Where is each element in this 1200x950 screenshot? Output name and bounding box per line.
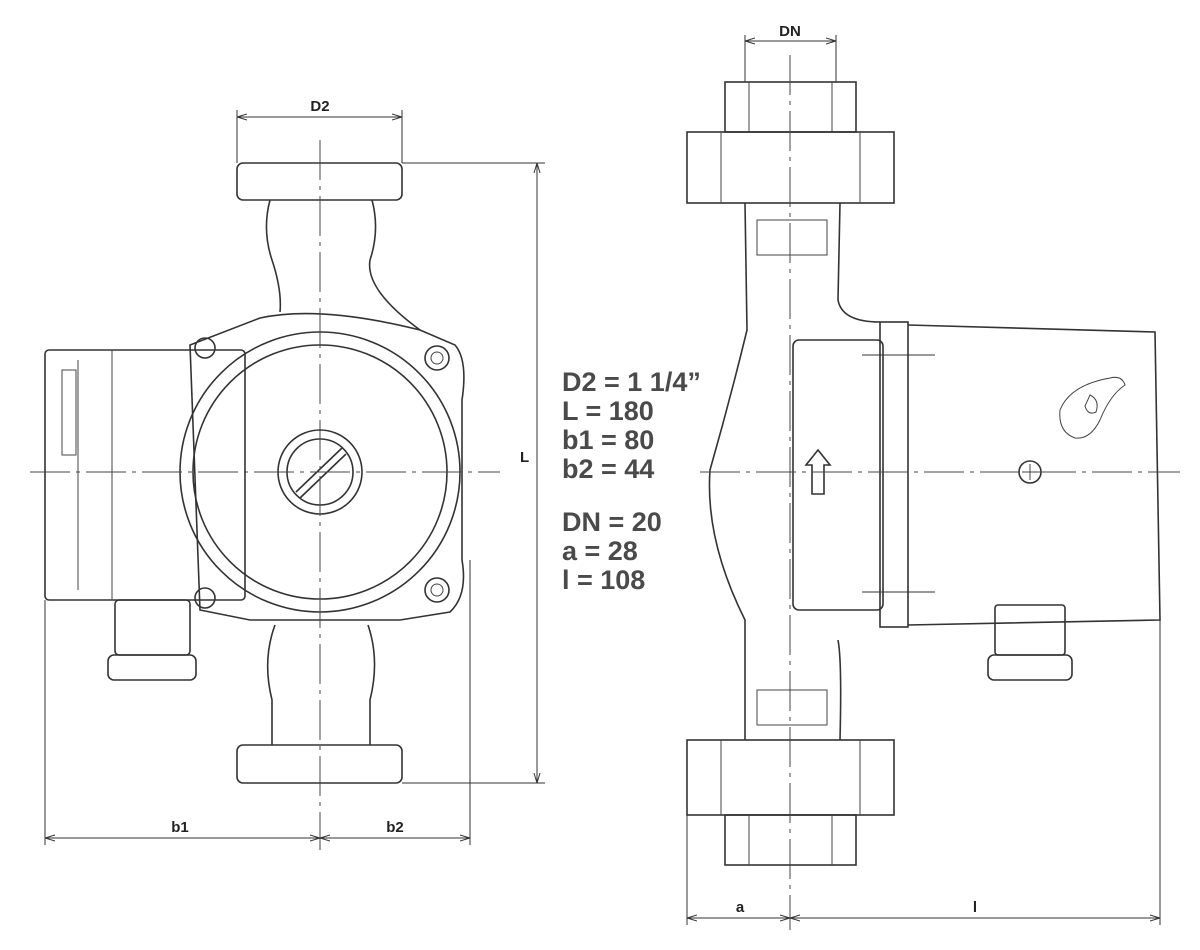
flow-arrow-icon <box>804 448 832 495</box>
side-cable-gland <box>994 604 1066 656</box>
spec-l-length: l = 108 <box>562 565 646 595</box>
pump-body-outline <box>708 202 881 741</box>
spec-d2: D2 = 1 1/4” <box>562 367 701 397</box>
side-cable-gland-nut <box>987 654 1073 681</box>
spec-a: a = 28 <box>562 536 638 566</box>
side-view: DN a l <box>686 23 1180 930</box>
l-label: L <box>520 449 529 466</box>
d2-label: D2 <box>310 98 329 115</box>
bolt-icon <box>194 337 216 359</box>
spec-spacer <box>562 484 701 508</box>
switch-icon <box>61 369 77 456</box>
specifications-block: D2 = 1 1/4” L = 180 b1 = 80 b2 = 44 DN =… <box>562 368 701 595</box>
pump-housing <box>189 312 465 621</box>
spec-dn: DN = 20 <box>562 507 662 537</box>
spec-l: L = 180 <box>562 396 654 426</box>
bolt-hole <box>430 583 444 597</box>
b1-label: b1 <box>171 819 189 836</box>
bolt-icon <box>424 345 450 371</box>
top-hex <box>756 219 828 256</box>
b2-label: b2 <box>386 819 404 836</box>
bottom-hex <box>756 689 828 726</box>
bottom-neck <box>266 624 376 745</box>
terminal-box <box>44 349 246 601</box>
bolt-hole <box>430 351 444 365</box>
l-length-label: l <box>973 899 977 916</box>
spec-b1: b1 = 80 <box>562 425 655 455</box>
housing-flange <box>792 339 884 611</box>
screw-slot <box>295 447 347 499</box>
spec-b2: b2 = 44 <box>562 454 655 484</box>
drop-highlight <box>1084 394 1098 414</box>
front-view: D2 L b1 b2 <box>30 98 545 850</box>
cable-gland-nut <box>107 654 197 681</box>
top-neck <box>265 199 421 331</box>
motor-casing <box>907 324 1161 626</box>
a-label: a <box>736 899 745 916</box>
nameplate-drop-icon <box>1059 376 1126 439</box>
bolt-icon <box>194 587 216 609</box>
dn-label: DN <box>779 23 801 40</box>
cable-gland <box>114 599 191 656</box>
bolt-icon <box>424 577 450 603</box>
flange-plate <box>879 321 909 628</box>
